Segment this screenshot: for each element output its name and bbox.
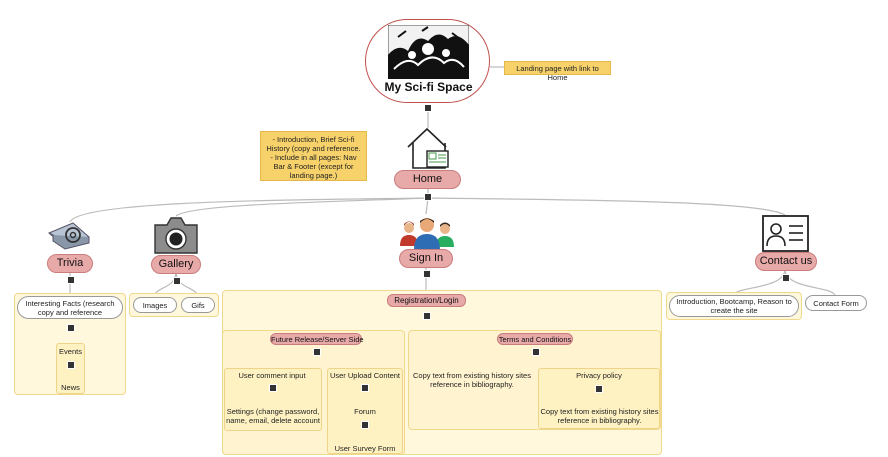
settings-node[interactable]: Settings (change password, name, email, …: [226, 407, 320, 425]
comment-node[interactable]: User comment input: [238, 371, 306, 380]
comment-handle[interactable]: [269, 384, 277, 392]
trivia-item-events[interactable]: Events: [59, 347, 82, 356]
trivia-events-handle[interactable]: [67, 361, 75, 369]
mail-at-icon: [48, 222, 90, 250]
comment-zone: [224, 368, 322, 431]
house-icon: [407, 127, 449, 169]
home-node[interactable]: Home: [394, 170, 461, 189]
signin-node[interactable]: Sign In: [399, 249, 453, 268]
terms-copy-node[interactable]: Copy text from existing history sites re…: [413, 371, 531, 389]
future-node[interactable]: Future Release/Server Side: [270, 333, 364, 345]
trivia-node[interactable]: Trivia: [47, 254, 93, 273]
contact-node[interactable]: Contact us: [755, 252, 817, 271]
gallery-collapse-handle[interactable]: [173, 277, 181, 285]
upload-handle[interactable]: [361, 384, 369, 392]
registration-handle[interactable]: [423, 312, 431, 320]
sci-fi-illustration: [388, 25, 469, 79]
contact-item-intro[interactable]: Introduction, Bootcamp, Reason to create…: [669, 295, 799, 317]
privacy-zone: [538, 368, 660, 429]
trivia-facts-handle[interactable]: [67, 324, 75, 332]
survey-node[interactable]: User Survey Form: [334, 444, 396, 453]
privacy-handle[interactable]: [595, 385, 603, 393]
trivia-item-news[interactable]: News: [61, 383, 80, 392]
gallery-node[interactable]: Gallery: [151, 255, 201, 274]
contact-card-icon: [762, 215, 809, 252]
upload-node[interactable]: User Upload Content: [329, 371, 401, 380]
contact-item-form[interactable]: Contact Form: [805, 295, 867, 311]
gallery-item-images[interactable]: Images: [133, 297, 177, 313]
root-title: My Sci-fi Space: [384, 80, 473, 94]
root-node[interactable]: My Sci-fi Space: [365, 19, 490, 103]
forum-node[interactable]: Forum: [354, 407, 376, 416]
users-icon: [400, 218, 454, 250]
registration-node[interactable]: Registration/Login: [387, 294, 466, 307]
privacy-node[interactable]: Privacy policy: [576, 371, 622, 380]
upload-zone: [327, 368, 403, 454]
contact-collapse-handle[interactable]: [782, 274, 790, 282]
terms-node[interactable]: Terms and Conditions: [497, 333, 573, 345]
home-note: - Introduction, Brief Sci-fi History (co…: [260, 131, 367, 181]
root-note: Landing page with link to Home: [504, 61, 611, 82]
root-collapse-handle[interactable]: [424, 104, 432, 112]
home-collapse-handle[interactable]: [424, 193, 432, 201]
trivia-collapse-handle[interactable]: [67, 276, 75, 284]
privacy-copy-node[interactable]: Copy text from existing history sites re…: [540, 407, 659, 425]
future-handle[interactable]: [313, 348, 321, 356]
camera-icon: [154, 217, 198, 254]
gallery-item-gifs[interactable]: Gifs: [181, 297, 215, 313]
forum-handle[interactable]: [361, 421, 369, 429]
signin-collapse-handle[interactable]: [423, 270, 431, 278]
terms-handle[interactable]: [532, 348, 540, 356]
trivia-item-facts[interactable]: Interesting Facts (research copy and ref…: [17, 296, 123, 319]
